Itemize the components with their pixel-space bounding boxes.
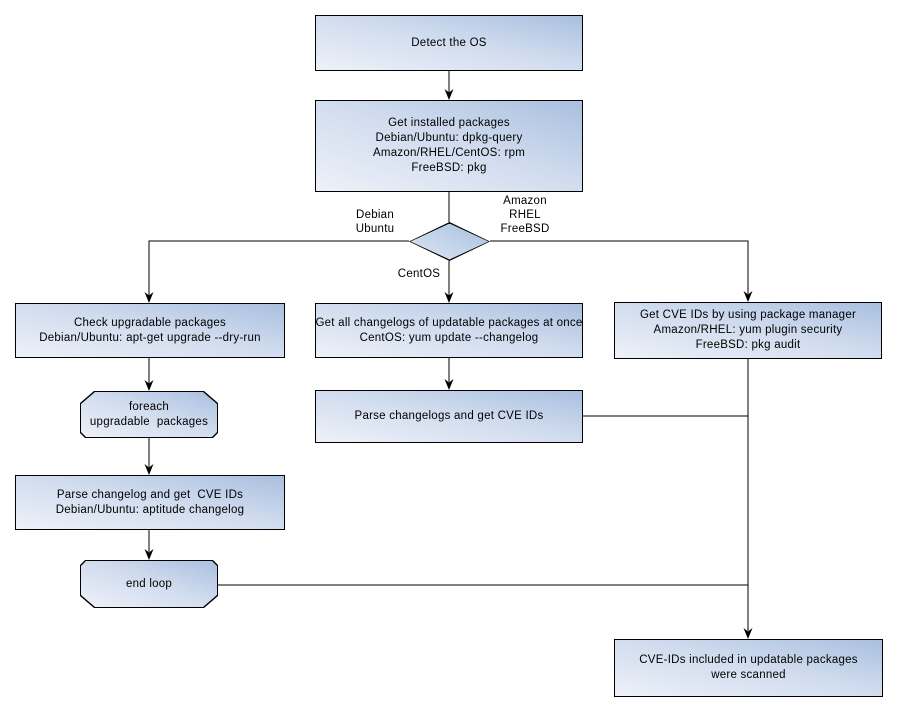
arrowhead (743, 291, 753, 302)
edge-label-debian-ubuntu: Debian Ubuntu (345, 208, 405, 236)
node-text-line: FreeBSD: pkg audit (695, 339, 801, 351)
node-text-line: Debian/Ubuntu: apt-get upgrade --dry-run (39, 331, 261, 344)
node-parse-changelogs: Parse changelogs and get CVE IDs (315, 390, 583, 443)
arrowhead (144, 464, 154, 475)
node-get-all-changelogs: Get all changelogs of updatable packages… (315, 303, 583, 358)
node-detect-os: Detect the OS (315, 15, 583, 71)
loop-end-fill (81, 561, 217, 607)
node-text-line: CentOS: yum update --changelog (359, 331, 539, 344)
node-parse-changelog: Parse changelog and get CVE IDs Debian/U… (15, 475, 285, 530)
edge-label-amazon-rhel-freebsd: Amazon RHEL FreeBSD (494, 194, 556, 236)
edge-label-line: CentOS (397, 268, 441, 280)
node-check-upgradable-packages: Check upgradable packages Debian/Ubuntu:… (15, 303, 285, 358)
node-text-line: FreeBSD: pkg (411, 162, 487, 174)
edge-label-line: Ubuntu (355, 223, 395, 235)
decision-os-diamond (409, 222, 490, 261)
arrowheads (144, 89, 753, 639)
node-get-cve-ids-package-manager: Get CVE IDs by using package manager Ama… (614, 302, 882, 359)
node-text-line: were scanned (711, 669, 786, 681)
loop-start-text: foreach upgradable packages (80, 391, 218, 438)
node-text-line: Debian/Ubuntu: aptitude changelog (55, 503, 245, 516)
node-text-line: foreach (128, 400, 170, 413)
loop-start-fill (81, 392, 217, 437)
arrowhead (444, 292, 454, 303)
node-scan-result: CVE-IDs included in updatable packages w… (614, 639, 883, 697)
edge-label-centos: CentOS (394, 267, 444, 281)
node-text-line: Parse changelogs and get CVE IDs (354, 410, 544, 422)
node-text-line: end loop (125, 577, 173, 590)
connector-decision-to-check-upgradable (148, 240, 409, 296)
arrowhead (144, 549, 154, 560)
arrowhead (144, 292, 154, 303)
node-get-installed-packages: Get installed packages Debian/Ubuntu: dp… (315, 100, 583, 192)
node-end-loop: end loop (80, 560, 218, 608)
node-text-line: Get CVE IDs by using package manager (639, 309, 857, 321)
node-text-line: Detect the OS (411, 36, 487, 49)
node-text-line: Amazon/RHEL: yum plugin security (653, 324, 843, 336)
node-text-line: Parse changelog and get CVE IDs (56, 488, 244, 501)
node-text-line: Check upgradable packages (73, 316, 227, 329)
node-text-line: Amazon/RHEL/CentOS: rpm (372, 147, 526, 159)
node-text-line: upgradable packages (89, 415, 209, 428)
arrowhead (743, 628, 753, 639)
arrowhead (444, 379, 454, 390)
edge-label-line: Amazon (503, 195, 547, 207)
arrowhead (144, 380, 154, 391)
node-text-line: Get installed packages (388, 117, 510, 129)
connector-decision-to-get-cve-ids (490, 240, 749, 294)
edge-label-line: Debian (356, 209, 394, 221)
node-text-line: Get all changelogs of updatable packages… (315, 316, 583, 329)
edge-label-line: RHEL (509, 209, 541, 221)
edge-label-line: FreeBSD (500, 223, 550, 235)
arrowhead (444, 89, 454, 100)
node-foreach-loop-start: foreach upgradable packages (80, 391, 218, 438)
diamond-fill (410, 223, 489, 260)
node-text-line: CVE-IDs included in updatable packages (639, 654, 858, 666)
loop-end-text: end loop (80, 560, 218, 608)
node-text-line: Debian/Ubuntu: dpkg-query (375, 132, 523, 144)
